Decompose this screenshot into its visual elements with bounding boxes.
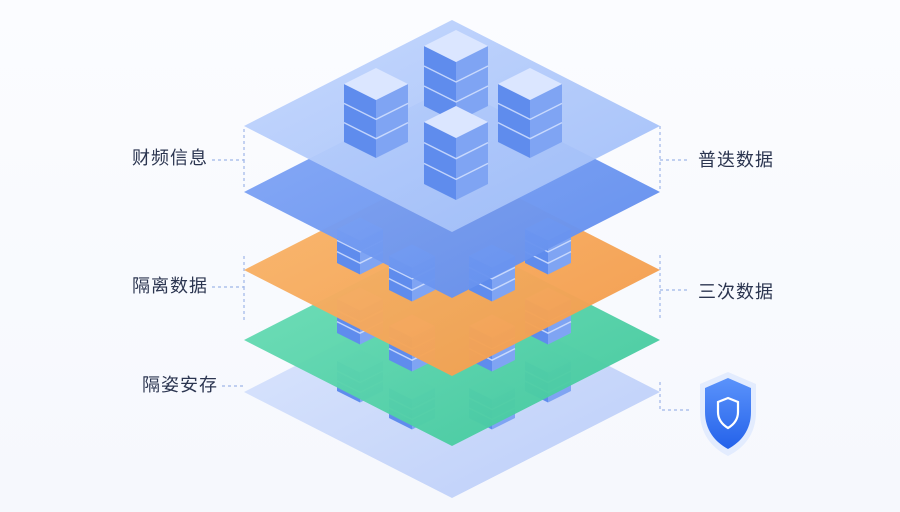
label-left-1: 财频信息 — [132, 148, 208, 169]
server-cube-left — [343, 68, 409, 158]
server-cube-right — [497, 68, 563, 158]
label-right-2: 三次数据 — [698, 282, 774, 303]
right-guide-lines — [659, 126, 690, 411]
label-right-1: 普迭数据 — [698, 150, 774, 171]
layers — [244, 20, 660, 498]
server-cube-back — [423, 30, 489, 122]
left-guide-lines — [212, 126, 245, 387]
label-left-2: 隔离数据 — [132, 276, 208, 297]
label-left-3: 隔姿安存 — [142, 375, 218, 396]
shield-icon — [700, 372, 756, 456]
server-cube-front — [423, 106, 489, 200]
